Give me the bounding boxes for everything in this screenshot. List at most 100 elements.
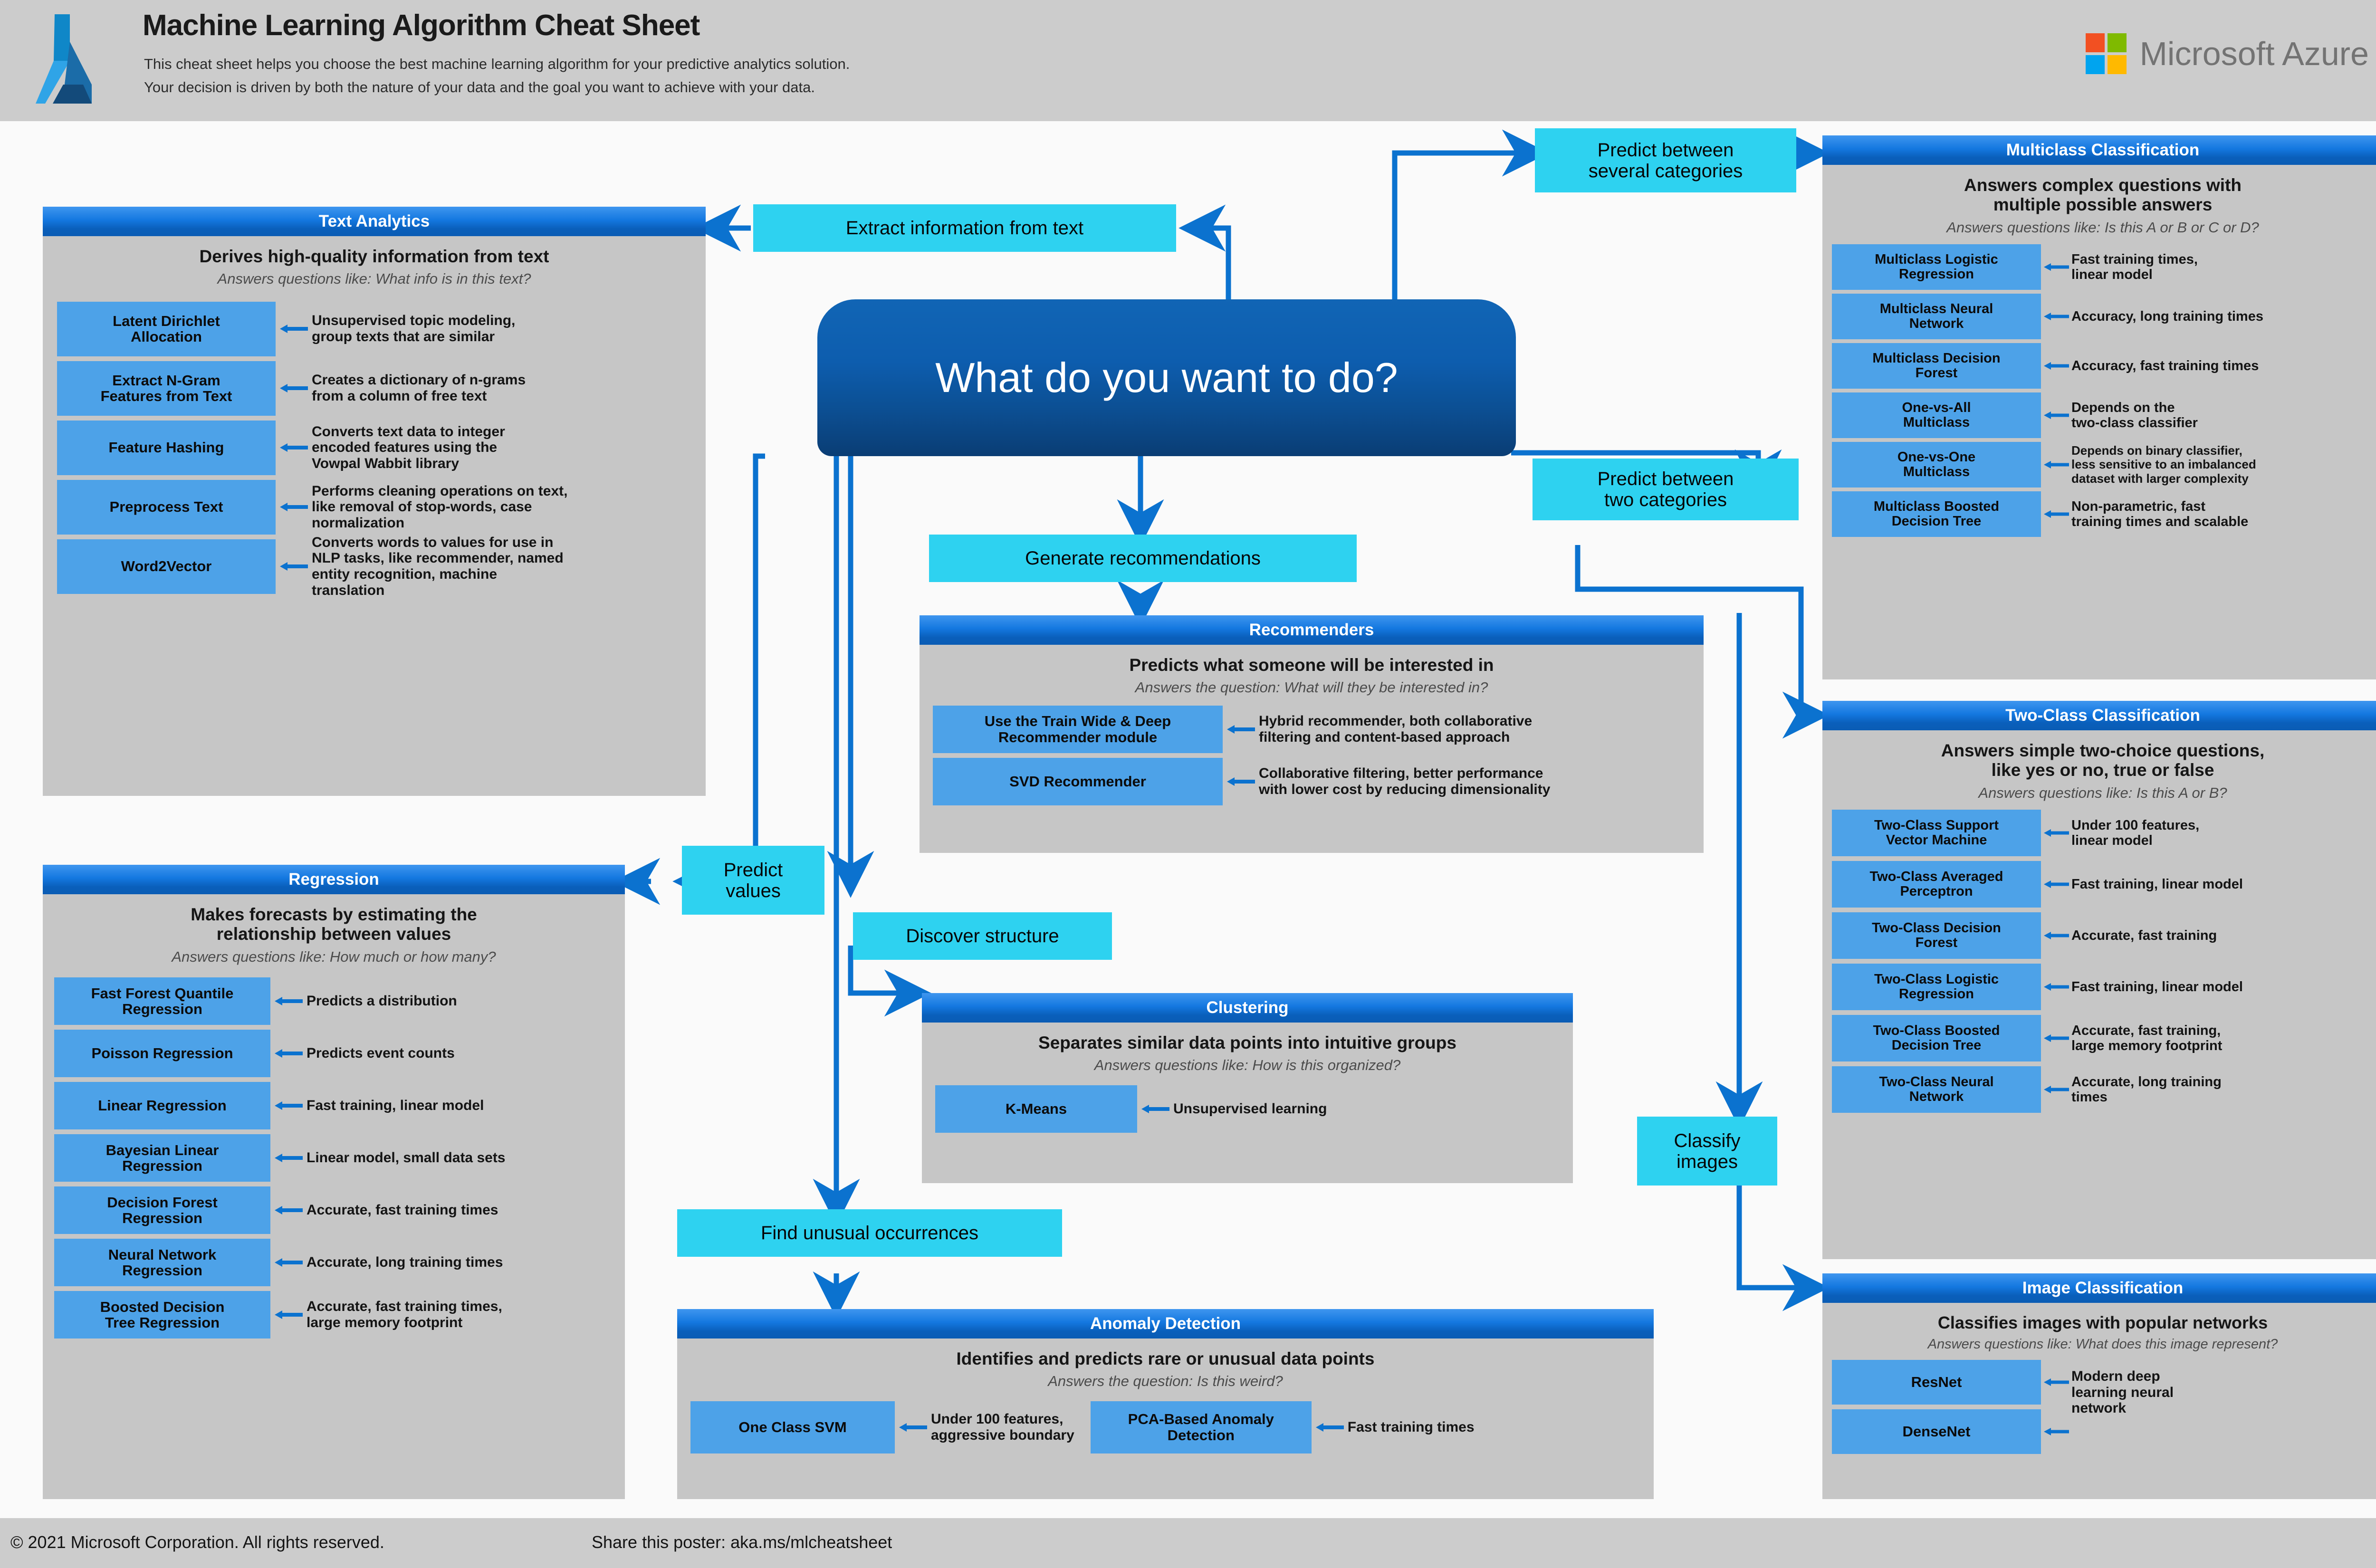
algorithm-row: Poisson Regression Predicts event counts <box>54 1029 620 1077</box>
algorithm-description: Accurate, long training times <box>2071 1074 2222 1105</box>
algorithm-description: Non-parametric, fast training times and … <box>2071 498 2249 529</box>
algorithm-description: Accuracy, fast training times <box>2071 358 2259 373</box>
panel-question-two-class-classification: Answers questions like: Is this A or B? <box>1978 784 2227 801</box>
panel-anomaly-detection: Anomaly Detection Identifies and predict… <box>677 1309 1654 1499</box>
algorithm-row: Two-Class Neural Network Accurate, long … <box>1832 1066 2376 1113</box>
action-generate-recommendations[interactable]: Generate recommendations <box>929 535 1357 582</box>
algorithm-chip[interactable]: Extract N-Gram Features from Text <box>57 361 276 416</box>
algorithm-chip[interactable]: ResNet <box>1832 1360 2041 1405</box>
panel-question-regression: Answers questions like: How much or how … <box>172 948 496 965</box>
algorithm-chip[interactable]: Linear Regression <box>54 1081 270 1129</box>
algorithm-description: Accurate, fast training times <box>307 1202 498 1218</box>
algorithm-row: Preprocess Text Performs cleaning operat… <box>57 479 698 535</box>
link-decision-extract-text <box>1178 204 1231 306</box>
algorithm-row: Extract N-Gram Features from Text Create… <box>57 361 698 416</box>
algorithm-row: Multiclass Neural Network Accuracy, long… <box>1832 293 2376 339</box>
microsoft-azure-brand: Microsoft Azure <box>2085 33 2369 74</box>
algorithm-chip[interactable]: Two-Class Neural Network <box>1832 1066 2041 1113</box>
algorithm-row: K-Means Unsupervised learning <box>935 1085 1568 1133</box>
arrow-left-icon <box>270 1255 307 1270</box>
panel-question-recommenders: Answers the question: What will they be … <box>1135 679 1488 696</box>
algorithm-chip[interactable]: SVD Recommender <box>933 757 1223 805</box>
arrow-left-icon <box>270 1203 307 1217</box>
algorithm-description: Accuracy, long training times <box>2071 308 2263 324</box>
algorithm-chip[interactable]: Word2Vector <box>57 539 276 594</box>
brand-wordmark: Microsoft Azure <box>2139 35 2369 72</box>
algorithm-chip[interactable]: K-Means <box>935 1085 1137 1133</box>
algorithm-chip[interactable]: Two-Class Support Vector Machine <box>1832 809 2041 856</box>
arrow-left-icon <box>2041 929 2071 942</box>
action-extract-information-from-text[interactable]: Extract information from text <box>753 204 1176 252</box>
arrow-left-icon <box>895 1420 931 1434</box>
algorithm-row: Linear Regression Fast training, linear … <box>54 1081 620 1129</box>
algorithm-row: One Class SVM Under 100 features, aggres… <box>690 1401 1074 1453</box>
algorithm-description: Accurate, fast training times, large mem… <box>307 1299 502 1330</box>
algorithm-row: Bayesian Linear Regression Linear model,… <box>54 1134 620 1182</box>
algorithm-chip[interactable]: Multiclass Boosted Decision Tree <box>1832 491 2041 537</box>
action-find-unusual-occurrences[interactable]: Find unusual occurrences <box>677 1209 1062 1257</box>
action-predict-between-two-categories[interactable]: Predict between two categories <box>1533 459 1799 520</box>
algorithm-chip[interactable]: One-vs-One Multiclass <box>1832 441 2041 488</box>
algorithm-chip[interactable]: Feature Hashing <box>57 420 276 475</box>
panel-question-clustering: Answers questions like: How is this orga… <box>1094 1057 1401 1074</box>
algorithm-chip[interactable]: DenseNet <box>1832 1409 2041 1454</box>
algorithm-row: Two-Class Boosted Decision Tree Accurate… <box>1832 1014 2376 1061</box>
algorithm-chip[interactable]: Boosted Decision Tree Regression <box>54 1291 270 1339</box>
algorithm-description: Depends on binary classifier, less sensi… <box>2071 443 2256 486</box>
arrow-left-icon <box>276 381 312 395</box>
panel-lead-recommenders: Predicts what someone will be interested… <box>1129 655 1494 675</box>
algorithm-chip[interactable]: Bayesian Linear Regression <box>54 1134 270 1182</box>
algorithm-chip[interactable]: Multiclass Decision Forest <box>1832 343 2041 389</box>
panel-question-image-classification: Answers questions like: What does this i… <box>1927 1337 2278 1352</box>
algorithm-row: Boosted Decision Tree Regression Accurat… <box>54 1291 620 1339</box>
algorithm-row: One-vs-One Multiclass Depends on binary … <box>1832 441 2376 488</box>
algorithm-chip[interactable]: Poisson Regression <box>54 1029 270 1077</box>
algorithm-chip[interactable]: One-vs-All Multiclass <box>1832 392 2041 438</box>
algorithm-chip[interactable]: Multiclass Logistic Regression <box>1832 244 2041 290</box>
algorithm-description: Depends on the two-class classifier <box>2071 400 2198 430</box>
algorithm-chip[interactable]: Preprocess Text <box>57 479 276 535</box>
algorithm-chip[interactable]: Two-Class Averaged Perceptron <box>1832 860 2041 908</box>
panel-title-image-classification: Image Classification <box>1822 1273 2376 1303</box>
algorithm-chip[interactable]: Two-Class Logistic Regression <box>1832 963 2041 1010</box>
algorithm-description: Hybrid recommender, both collaborative f… <box>1259 713 1533 745</box>
algorithm-description: Under 100 features, linear model <box>2071 817 2200 848</box>
action-discover-structure[interactable]: Discover structure <box>853 912 1112 960</box>
page-title: Machine Learning Algorithm Cheat Sheet <box>143 9 700 42</box>
link-decision-several-categories <box>1392 129 1549 306</box>
algorithm-description: Predicts event counts <box>307 1045 455 1061</box>
action-predict-values[interactable]: Predict values <box>682 846 824 915</box>
arrow-left-icon <box>270 1308 307 1322</box>
arrow-left-icon <box>2041 1032 2071 1045</box>
algorithm-description: Fast training, linear model <box>307 1098 484 1114</box>
algorithm-row: SVD Recommender Collaborative filtering,… <box>933 757 1699 805</box>
algorithm-row: Multiclass Logistic Regression Fast trai… <box>1832 244 2376 290</box>
panel-lead-image-classification: Classifies images with popular networks <box>1937 1313 2268 1332</box>
algorithm-chip[interactable]: Two-Class Decision Forest <box>1832 912 2041 959</box>
algorithm-chip[interactable]: Multiclass Neural Network <box>1832 293 2041 339</box>
panel-question-anomaly-detection: Answers the question: Is this weird? <box>1048 1373 1283 1390</box>
panel-question-multiclass-classification: Answers questions like: Is this A or B o… <box>1946 219 2259 236</box>
action-classify-images[interactable]: Classify images <box>1637 1117 1777 1186</box>
algorithm-chip[interactable]: Neural Network Regression <box>54 1238 270 1286</box>
algorithm-chip[interactable]: Two-Class Boosted Decision Tree <box>1832 1014 2041 1061</box>
panel-title-recommenders: Recommenders <box>920 615 1704 645</box>
algorithm-chip[interactable]: PCA-Based Anomaly Detection <box>1090 1401 1312 1453</box>
share-link-text[interactable]: Share this poster: aka.ms/mlcheatsheet <box>592 1532 892 1552</box>
algorithm-chip[interactable]: Decision Forest Regression <box>54 1186 270 1234</box>
arrow-left-icon <box>276 559 312 574</box>
algorithm-chip[interactable]: Use the Train Wide & Deep Recommender mo… <box>933 705 1223 753</box>
algorithm-chip[interactable]: One Class SVM <box>690 1401 895 1453</box>
algorithm-row: Word2Vector Converts words to values for… <box>57 535 698 598</box>
copyright-text: © 2021 Microsoft Corporation. All rights… <box>10 1532 384 1552</box>
algorithm-chip[interactable]: Fast Forest Quantile Regression <box>54 977 270 1025</box>
action-predict-between-several-categories[interactable]: Predict between several categories <box>1535 128 1796 192</box>
algorithm-row: One-vs-All Multiclass Depends on the two… <box>1832 392 2376 438</box>
algorithm-row: Multiclass Boosted Decision Tree Non-par… <box>1832 491 2376 537</box>
algorithm-chip[interactable]: Latent Dirichlet Allocation <box>57 301 276 356</box>
arrow-left-icon <box>2041 1376 2071 1389</box>
algorithm-description: Unsupervised learning <box>1173 1100 1327 1117</box>
algorithm-row: PCA-Based Anomaly Detection Fast trainin… <box>1090 1401 1475 1453</box>
page-header: Machine Learning Algorithm Cheat Sheet T… <box>0 0 2376 121</box>
arrow-left-icon <box>1223 774 1259 789</box>
